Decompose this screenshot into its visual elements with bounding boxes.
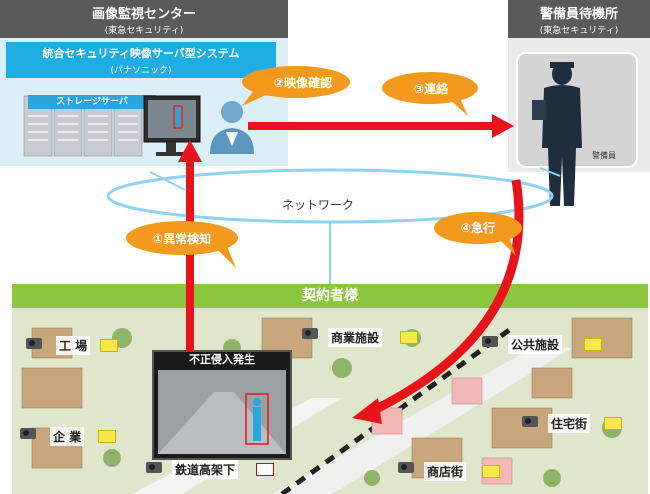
intrusion-camera-view: 不正侵入発生 xyxy=(152,350,292,460)
camera-icon xyxy=(482,336,498,347)
intrusion-scene xyxy=(158,370,286,454)
place-residential: 住宅街 xyxy=(548,414,591,433)
camera-badge-alert-icon xyxy=(256,463,274,476)
callout-rush xyxy=(434,212,522,256)
system-vendor: (パナソニック) xyxy=(110,66,172,76)
camera-icon xyxy=(302,328,318,339)
monitoring-center-company: (東急セキュリティ) xyxy=(104,26,184,36)
camera-badge-icon xyxy=(100,339,118,352)
guard-label: 警備員 xyxy=(592,151,616,160)
place-company: 企 業 xyxy=(50,427,85,446)
camera-badge-icon xyxy=(604,417,622,430)
guard-office-title: 警備員待機所 xyxy=(539,7,618,22)
place-railway: 鉄道高架下 xyxy=(172,460,239,479)
guard-office-header: 警備員待機所 (東急セキュリティ) xyxy=(508,0,650,38)
camera-icon xyxy=(26,338,42,349)
place-factory: 工 場 xyxy=(56,336,91,355)
guard-office-company: (東急セキュリティ) xyxy=(539,26,619,36)
step-contact-label: ③連絡 xyxy=(413,82,449,96)
place-public: 公共施設 xyxy=(508,335,563,354)
system-title-box: 統合セキュリティ映像サーバ型システム (パナソニック) xyxy=(6,42,276,78)
intruder-figure xyxy=(253,407,261,441)
intrusion-label: 不正侵入発生 xyxy=(189,353,255,366)
monitoring-center-title: 画像監視センター xyxy=(91,7,196,22)
operator-head xyxy=(221,101,243,123)
camera-badge-icon xyxy=(482,465,500,478)
step-rush-label: ④急行 xyxy=(460,221,496,235)
camera-badge-icon xyxy=(400,331,418,344)
contract-header: 契約者様 xyxy=(12,284,648,308)
step-detect-label: ①異常検知 xyxy=(152,232,212,246)
monitor-operator-illustration xyxy=(143,95,254,156)
security-guard-icon xyxy=(532,62,582,206)
camera-icon xyxy=(146,462,162,473)
camera-badge-icon xyxy=(584,338,602,351)
step-confirm-label: ②映像確認 xyxy=(273,76,333,90)
network-label: ネットワーク xyxy=(282,198,355,212)
system-title: 統合セキュリティ映像サーバ型システム xyxy=(42,47,240,60)
arrow-rush xyxy=(368,179,524,417)
storage-server-label: ストレージサーバ xyxy=(28,95,156,109)
camera-icon xyxy=(398,462,414,473)
intruder-highlight-box xyxy=(245,393,269,445)
camera-icon xyxy=(20,428,36,439)
callout-confirm xyxy=(242,66,350,106)
camera-badge-icon xyxy=(98,430,116,443)
place-commercial: 商業施設 xyxy=(328,328,383,347)
monitoring-center-header: 画像監視センター (東急セキュリティ) xyxy=(0,0,288,38)
callout-detect xyxy=(126,221,238,268)
callout-contact xyxy=(382,72,478,116)
camera-icon xyxy=(522,416,538,427)
place-shopping: 商店街 xyxy=(424,462,467,481)
